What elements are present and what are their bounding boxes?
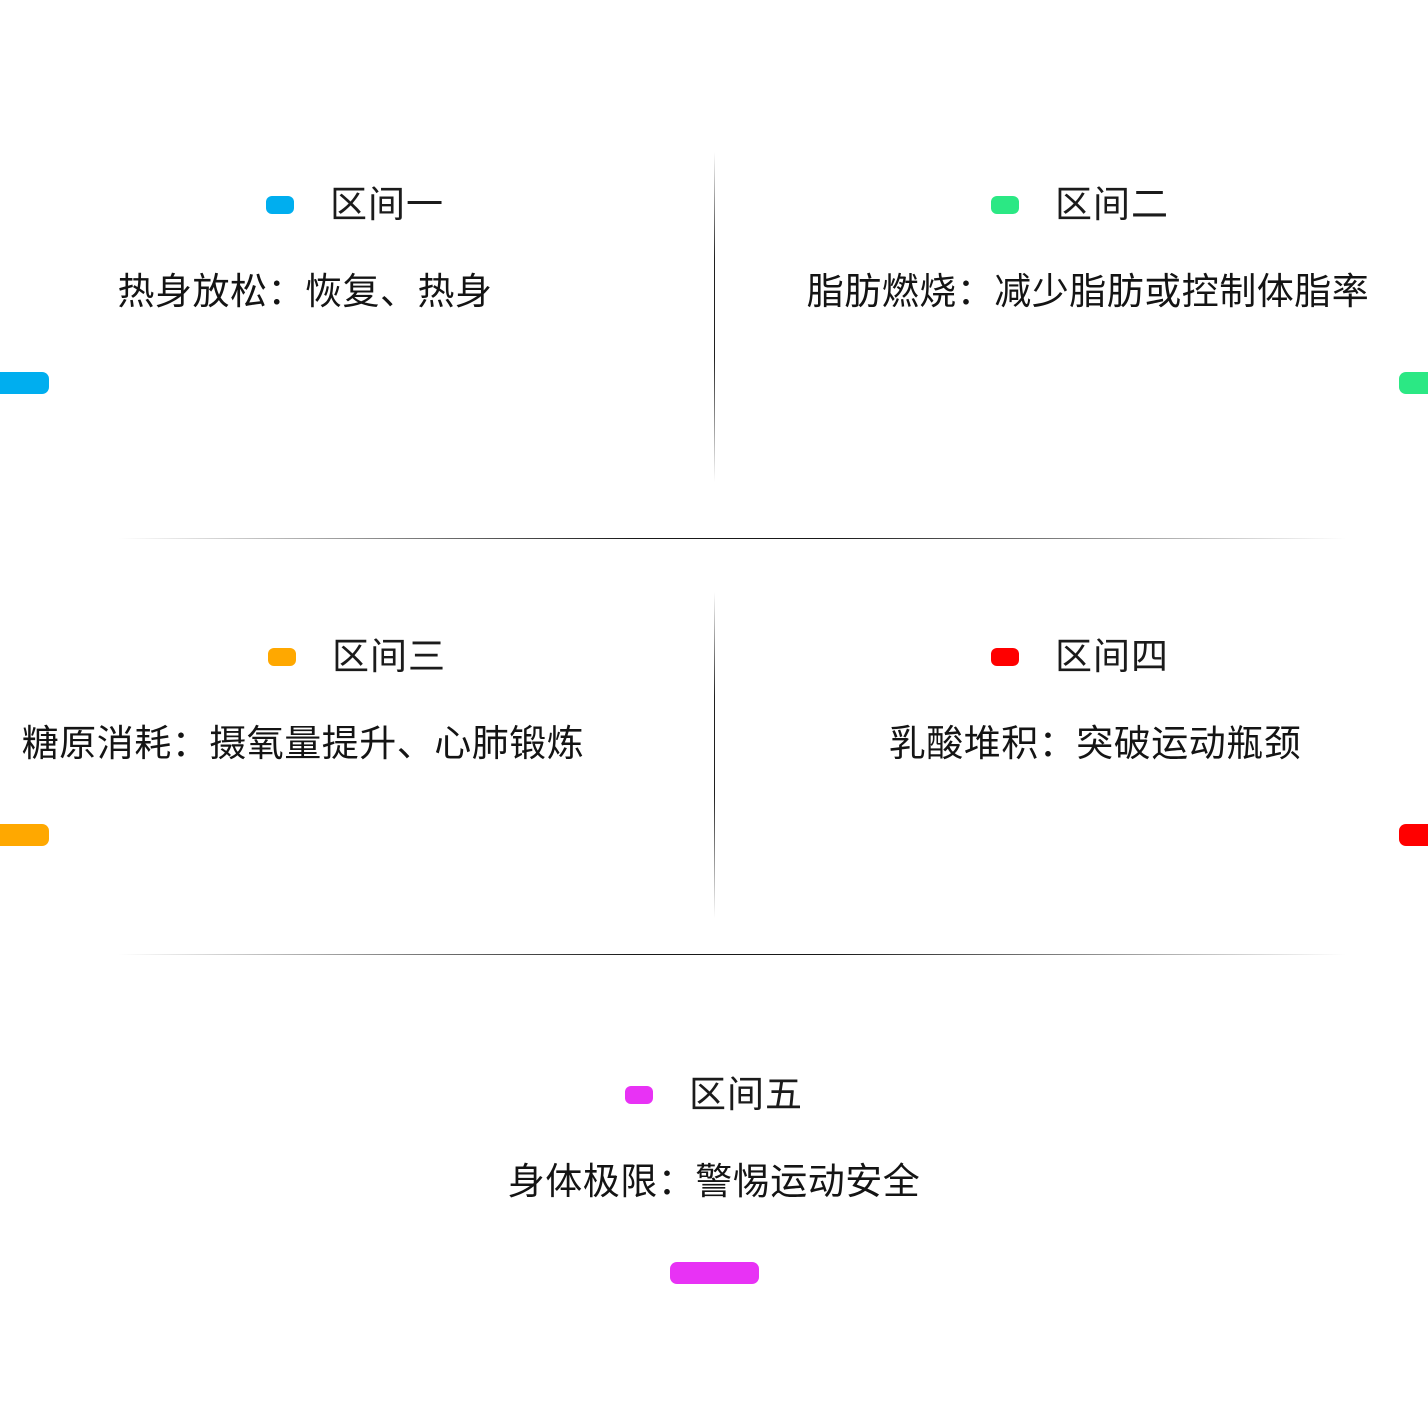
zone-color-swatch-icon xyxy=(991,195,1019,214)
zone-description-1: 热身放松：恢复、热身 xyxy=(117,271,493,312)
zone-description-2: 脂肪燃烧：减少脂肪或控制体脂率 xyxy=(806,271,1370,312)
zone-title-1: 区间一 xyxy=(330,184,444,225)
zone-legend-1: 区间一 xyxy=(266,186,444,223)
zone-color-swatch-icon xyxy=(625,1085,653,1104)
zone-card-4[interactable]: 区间四 乳酸堆积：突破运动瓶颈 xyxy=(714,592,1428,952)
zone-description-3: 糖原消耗：摄氧量提升、心肺锻炼 xyxy=(21,723,585,764)
zone-legend-3: 区间三 xyxy=(268,638,446,675)
zone-title-4: 区间四 xyxy=(1055,636,1169,677)
vertical-divider-row-2 xyxy=(714,592,715,918)
zone-row-2: 区间三 糖原消耗：摄氧量提升、心肺锻炼 区间四 乳酸堆积：突破运动瓶颈 xyxy=(0,592,1428,952)
zone-intensity-bar-1 xyxy=(0,372,49,394)
zone-row-1: 区间一 热身放松：恢复、热身 区间二 脂肪燃烧：减少脂肪或控制体脂率 xyxy=(0,140,1428,500)
zone-description-4: 乳酸堆积：突破运动瓶颈 xyxy=(888,723,1302,764)
zone-bar-wrap-3 xyxy=(0,824,361,846)
horizontal-divider-1 xyxy=(118,538,1346,539)
zone-title-2: 区间二 xyxy=(1055,184,1169,225)
zone-bar-wrap-4 xyxy=(1086,824,1428,846)
zone-intensity-bar-3 xyxy=(0,824,49,846)
zone-card-2[interactable]: 区间二 脂肪燃烧：减少脂肪或控制体脂率 xyxy=(714,140,1428,500)
zone-intensity-bar-2 xyxy=(1398,372,1428,394)
zone-bar-wrap-5 xyxy=(0,1262,1428,1284)
zone-color-swatch-icon xyxy=(991,647,1019,666)
zone-legend-4: 区间四 xyxy=(991,638,1169,675)
zone-card-3[interactable]: 区间三 糖原消耗：摄氧量提升、心肺锻炼 xyxy=(0,592,714,952)
zone-intensity-bar-4 xyxy=(1398,824,1428,846)
zone-intensity-bar-5 xyxy=(669,1262,759,1284)
horizontal-divider-2 xyxy=(118,954,1346,955)
zone-legend-2: 区间二 xyxy=(991,186,1169,223)
vertical-divider-row-1 xyxy=(714,152,715,482)
zone-title-3: 区间三 xyxy=(332,636,446,677)
zone-legend-5: 区间五 xyxy=(625,1076,803,1113)
zone-title-5: 区间五 xyxy=(689,1074,803,1115)
zone-color-swatch-icon xyxy=(268,647,296,666)
zone-card-5[interactable]: 区间五 身体极限：警惕运动安全 xyxy=(0,1030,1428,1330)
zone-color-swatch-icon xyxy=(266,195,294,214)
zone-bar-wrap-1 xyxy=(0,372,361,394)
zone-card-1[interactable]: 区间一 热身放松：恢复、热身 xyxy=(0,140,714,500)
zone-row-3: 区间五 身体极限：警惕运动安全 xyxy=(0,1030,1428,1330)
zone-description-5: 身体极限：警惕运动安全 xyxy=(507,1161,921,1202)
zone-bar-wrap-2 xyxy=(1086,372,1428,394)
